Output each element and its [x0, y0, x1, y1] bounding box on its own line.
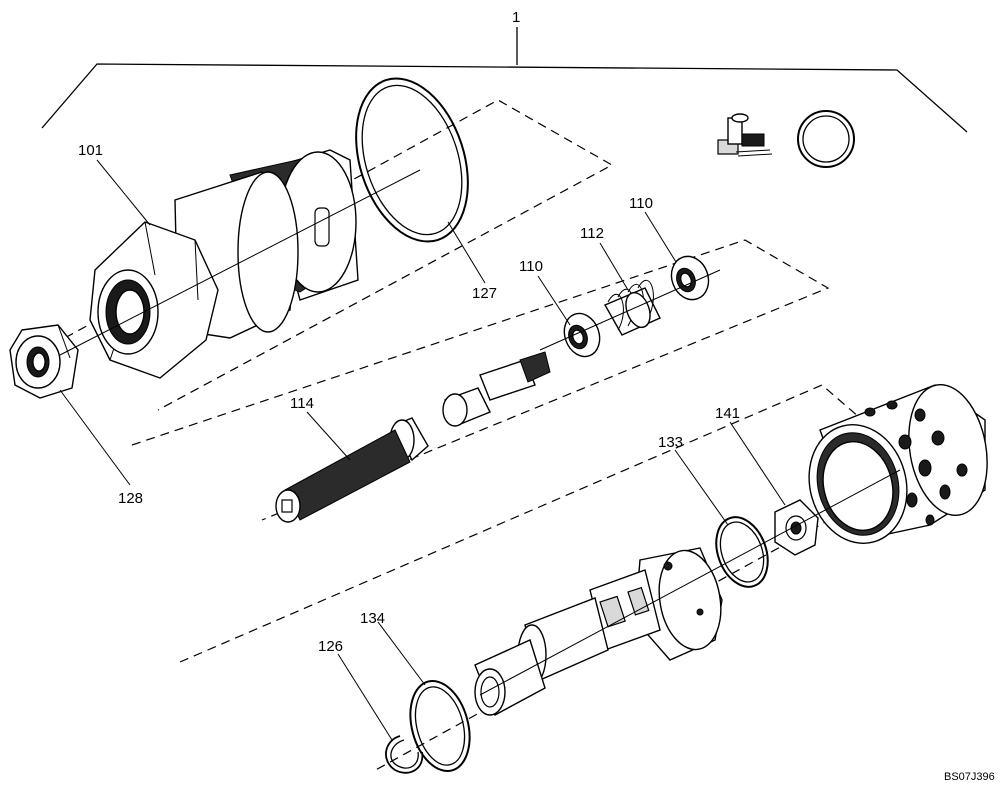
part-127-o-ring: [355, 77, 469, 243]
leader-lines: [59, 159, 786, 741]
callout-110-a: 110: [519, 258, 543, 275]
part-101-housing: [89, 149, 359, 379]
callout-127: 127: [472, 285, 497, 302]
valve-spool-body: [474, 547, 723, 716]
part-126-snap-ring: [385, 735, 424, 774]
axis-middle: [539, 269, 721, 351]
axis-lower: [479, 469, 901, 696]
assembly-bracket: [41, 27, 968, 133]
assembly-number-label: 1: [512, 9, 520, 26]
axis-upper: [59, 169, 421, 356]
envelope-upper: [51, 99, 614, 411]
part-133-o-ring: [715, 516, 769, 588]
part-141-nut: [774, 499, 819, 556]
callout-128: 128: [118, 490, 143, 507]
callout-141: 141: [715, 405, 740, 422]
envelope-lower: [179, 384, 922, 773]
envelope-middle: [131, 239, 830, 521]
part-128-nut: [9, 324, 79, 399]
part-114-stem: [275, 351, 551, 523]
callout-112: 112: [580, 225, 604, 242]
callout-126: 126: [318, 638, 343, 655]
callout-101: 101: [78, 142, 103, 159]
part-112-spring: [604, 280, 661, 336]
part-110-washer-b: [670, 255, 710, 301]
callout-110-b: 110: [629, 195, 653, 212]
seal-ring-icon: [797, 110, 855, 168]
part-134-ring: [409, 679, 471, 773]
callout-134: 134: [360, 610, 385, 627]
reference-code: BS07J396: [944, 771, 995, 783]
callout-114: 114: [290, 395, 314, 412]
perforated-sleeve: [808, 383, 988, 544]
service-kit-icon: [717, 113, 773, 157]
callout-133: 133: [658, 434, 683, 451]
part-110-washer-a: [563, 312, 601, 358]
sleeve-holes: [864, 400, 968, 526]
